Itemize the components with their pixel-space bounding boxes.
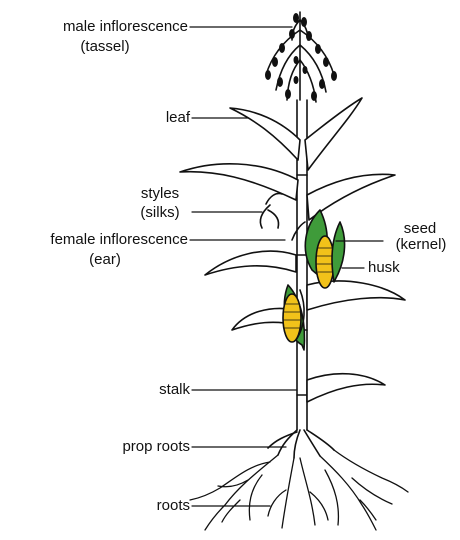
tassel xyxy=(265,12,337,102)
lower-ear xyxy=(283,285,304,350)
label-kernel: (kernel) xyxy=(384,236,458,253)
label-male-inflorescence-name: male inflorescence xyxy=(10,18,188,35)
label-seed: seed xyxy=(385,220,455,237)
label-ear: (ear) xyxy=(60,251,150,268)
label-prop-roots-text: prop roots xyxy=(80,438,190,455)
label-stalk-text: stalk xyxy=(120,381,190,398)
roots xyxy=(190,450,408,530)
label-styles: styles xyxy=(120,185,200,202)
label-husk-text: husk xyxy=(368,259,428,276)
label-tassel-text: (tassel) xyxy=(45,38,165,55)
label-tassel: (tassel) xyxy=(45,38,165,55)
label-stalk: stalk xyxy=(120,381,190,398)
label-seed-text: seed xyxy=(385,220,455,237)
label-husk: husk xyxy=(368,259,428,276)
label-leaf: leaf xyxy=(120,109,190,126)
label-styles-text: styles xyxy=(120,185,200,202)
upper-ear xyxy=(260,193,344,288)
label-roots-text: roots xyxy=(110,497,190,514)
label-roots: roots xyxy=(110,497,190,514)
label-kernel-text: (kernel) xyxy=(384,236,458,253)
label-prop-roots: prop roots xyxy=(80,438,190,455)
label-ear-text: (ear) xyxy=(60,251,150,268)
label-female-inflorescence-text: female inflorescence xyxy=(2,231,188,248)
prop-roots xyxy=(268,430,334,458)
label-female-inflorescence: female inflorescence xyxy=(2,231,188,248)
label-male-inflorescence: male inflorescence xyxy=(10,18,188,35)
leaves xyxy=(180,98,405,402)
label-leaf-text: leaf xyxy=(120,109,190,126)
label-silks-text: (silks) xyxy=(120,204,200,221)
label-silks: (silks) xyxy=(120,204,200,221)
